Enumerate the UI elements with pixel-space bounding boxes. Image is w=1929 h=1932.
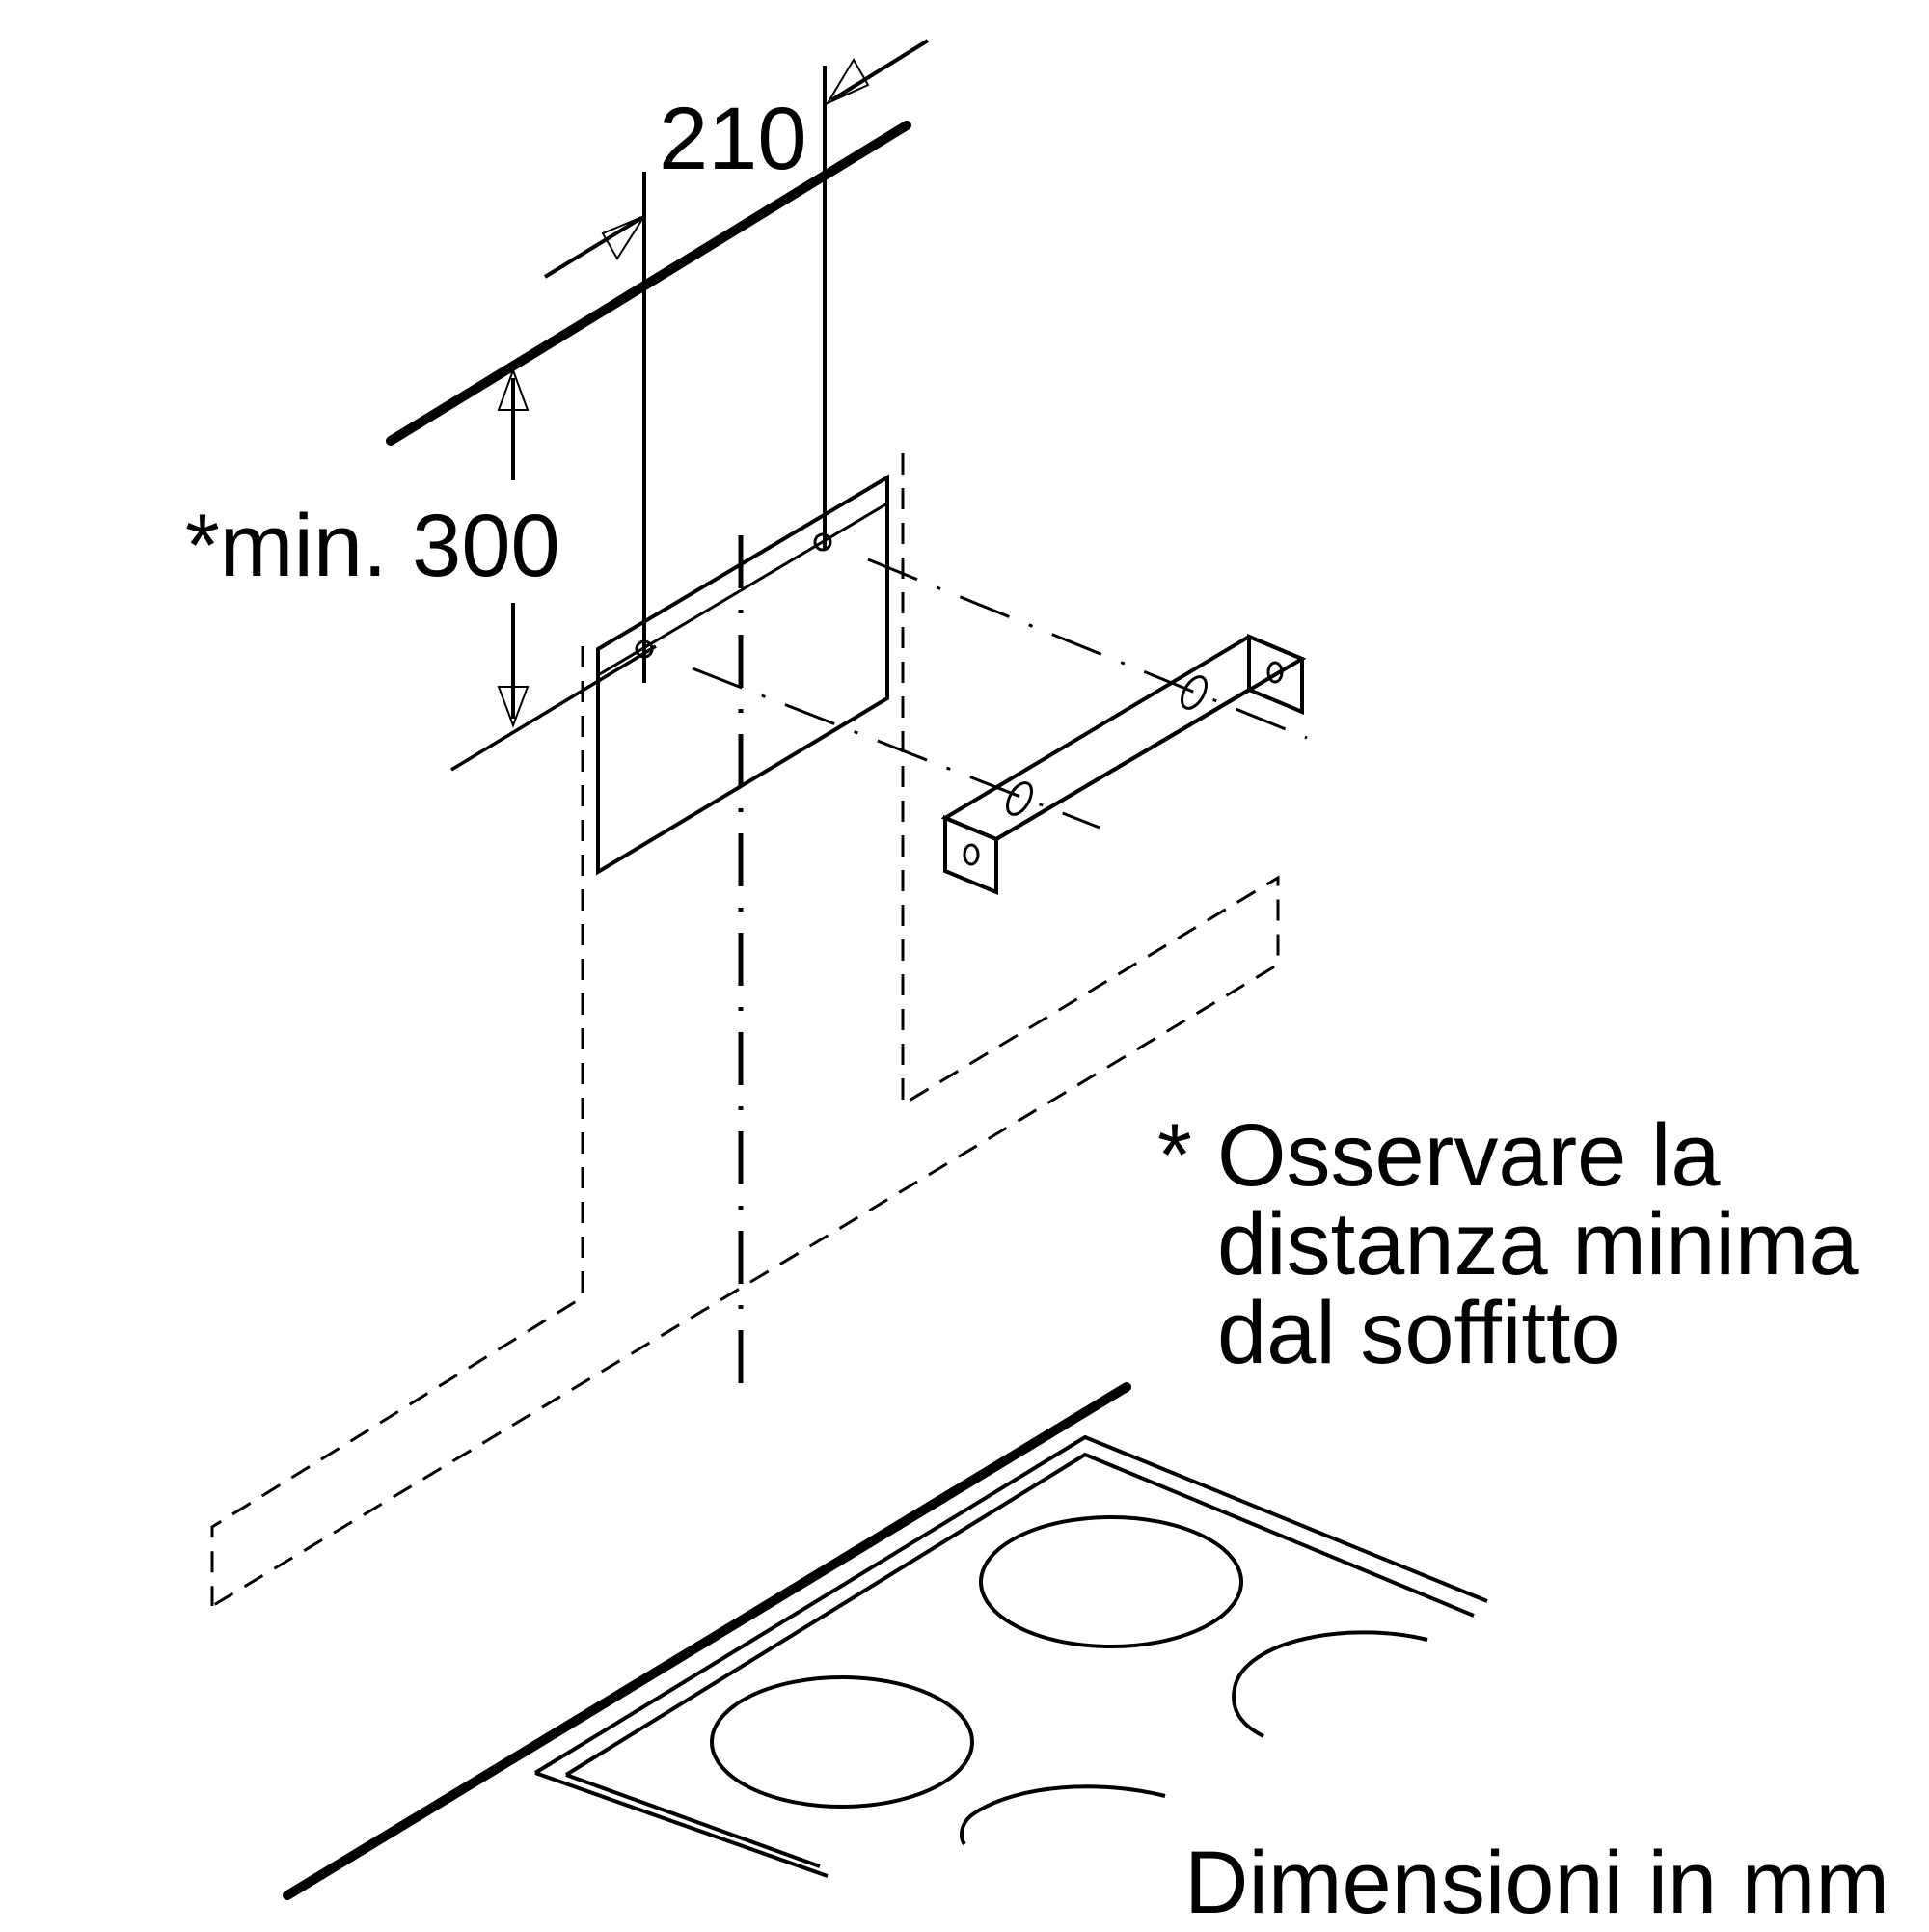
wall-bracket-front <box>943 815 998 895</box>
hole-level-line <box>450 644 657 772</box>
note-line-3: dal soffitto <box>1217 1284 1620 1382</box>
dimension-width-label: 210 <box>659 90 807 188</box>
dim-300-arrow-up-head <box>497 367 530 411</box>
dim-210-arrow-right-shaft <box>829 39 930 102</box>
wall-bracket-bottom-edge <box>994 688 1251 841</box>
cooktop-front-inner <box>565 1773 821 1868</box>
cooktop-outline-inner <box>564 1452 1475 1777</box>
alignment-line-upper <box>867 558 1308 740</box>
cooktop-outline-outer <box>533 1434 1488 1775</box>
mounting-plate <box>596 474 889 876</box>
chimney-outline-right <box>211 453 1280 1608</box>
dim-300-arrow-down-head <box>497 686 530 728</box>
worktop-edge <box>283 1382 1131 1900</box>
units-note: Dimensioni in mm <box>1184 1834 1890 1932</box>
dimension-height-label: *min. 300 <box>185 497 560 595</box>
cooktop-front-outer <box>534 1771 829 1878</box>
dim-210-arrow-left-shaft <box>543 216 643 279</box>
cooking-zone-right-partial <box>1232 1630 1428 1738</box>
bracket-slot-2 <box>1181 675 1208 710</box>
dim-210-arrow-left-head <box>601 213 647 260</box>
drill-hole-right <box>813 532 832 552</box>
wall-bracket-end <box>1247 633 1304 716</box>
cooking-zone-front-left <box>710 1675 974 1809</box>
note-asterisk: * <box>1157 1106 1192 1205</box>
cooking-zone-front-partial <box>960 1784 1166 1846</box>
alignment-line-lower <box>692 667 1100 830</box>
mounting-plate-top-inner <box>597 502 888 677</box>
note-line-1: Osservare la <box>1217 1106 1721 1205</box>
dim-210-arrow-right-head <box>825 58 870 106</box>
drill-hole-left <box>635 639 654 659</box>
ceiling-line <box>386 121 911 446</box>
note-line-2: distanza minima <box>1217 1195 1859 1293</box>
chimney-outline-left <box>210 646 584 1606</box>
cooking-zone-back-large <box>979 1515 1243 1648</box>
ceiling-distance-note: Osservare la distanza minima dal soffitt… <box>1217 1111 1859 1377</box>
bracket-hole-2 <box>1266 661 1284 684</box>
bracket-slot-1 <box>1006 781 1033 816</box>
bracket-hole-1 <box>963 843 980 866</box>
